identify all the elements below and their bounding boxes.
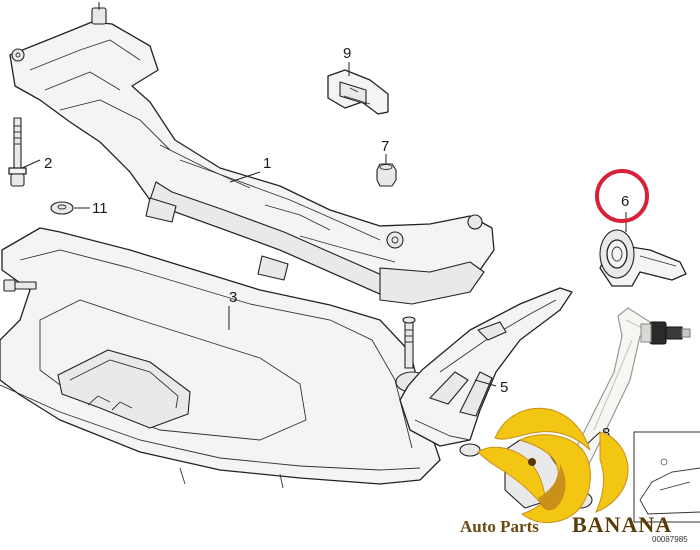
- banana-logo: Auto Parts BANANA: [460, 407, 672, 537]
- callout-9: 9: [343, 45, 351, 62]
- callout-11: 11: [92, 200, 108, 217]
- watermark-line2: BANANA: [572, 512, 672, 537]
- nut-part-11[interactable]: [50, 201, 74, 215]
- callout-1: 1: [263, 155, 271, 172]
- leader-lines: [21, 62, 627, 447]
- nut-part-7[interactable]: [376, 163, 397, 187]
- bushing-part-6[interactable]: [599, 229, 687, 287]
- callout-5: 5: [500, 379, 508, 396]
- callout-8: 8: [602, 425, 610, 442]
- bracket-part-9[interactable]: [327, 69, 389, 115]
- subframe-part-1[interactable]: [9, 2, 495, 305]
- callout-7: 7: [381, 138, 389, 155]
- car-silhouette-icon: [633, 431, 700, 523]
- tension-strut[interactable]: [569, 307, 691, 471]
- watermark-line1: Auto Parts: [460, 517, 539, 536]
- callout-6: 6: [621, 193, 629, 210]
- highlight-circle: [595, 169, 649, 223]
- bolt-part-2[interactable]: [8, 117, 27, 187]
- callout-3: 3: [229, 289, 237, 306]
- catalog-number: 00087985: [652, 535, 688, 544]
- callout-2: 2: [44, 155, 52, 172]
- control-arm-part-5[interactable]: [395, 287, 573, 457]
